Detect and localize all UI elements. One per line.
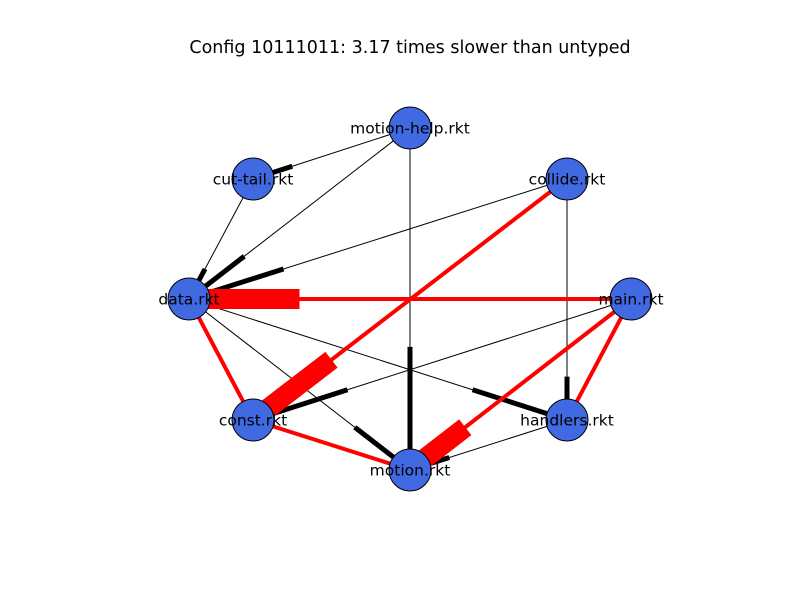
node-circle <box>167 277 211 321</box>
edge-marker-data-handlers <box>471 387 562 421</box>
edge-const-data <box>187 298 255 421</box>
edge-marker-collide-const <box>251 351 338 425</box>
node-circle <box>231 398 275 442</box>
node-circle <box>231 157 275 201</box>
edge-motion-const <box>252 418 411 472</box>
node-label: handlers.rkt <box>520 412 614 430</box>
graph-title: Config 10111011: 3.17 times slower than … <box>189 38 630 58</box>
node-data[interactable]: data.rkt <box>158 277 220 321</box>
node-circle <box>545 398 589 442</box>
node-circle <box>388 106 432 150</box>
node-handlers[interactable]: handlers.rkt <box>520 398 614 442</box>
node-const[interactable]: const.rkt <box>219 398 287 442</box>
node-motion[interactable]: motion.rkt <box>370 448 451 492</box>
node-label: collide.rkt <box>529 171 606 189</box>
node-cut-tail[interactable]: cut-tail.rkt <box>213 157 294 201</box>
node-collide[interactable]: collide.rkt <box>529 157 606 201</box>
node-label: data.rkt <box>158 291 219 309</box>
node-motion-help[interactable]: motion-help.rkt <box>350 106 470 150</box>
node-circle <box>388 448 432 492</box>
node-circle <box>609 277 653 321</box>
node-label: cut-tail.rkt <box>213 171 294 189</box>
node-circle <box>545 157 589 201</box>
node-label: motion.rkt <box>370 462 451 480</box>
nodes: motion-help.rkt cut-tail.rkt collide.rkt da… <box>158 106 664 492</box>
node-label: const.rkt <box>219 412 287 430</box>
node-main[interactable]: main.rkt <box>598 277 664 321</box>
edge-main-handlers <box>565 298 633 421</box>
node-label: main.rkt <box>598 291 663 309</box>
slow-edges <box>186 177 633 475</box>
node-label: motion-help.rkt <box>350 120 470 138</box>
